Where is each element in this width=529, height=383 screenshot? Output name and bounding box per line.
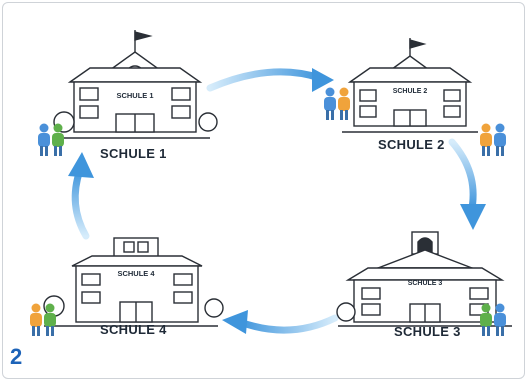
school-4-sign: SCHULE 4 — [117, 269, 155, 278]
school-4-building — [43, 237, 224, 327]
school-2-building — [342, 38, 478, 133]
arrow-2-to-3 — [448, 138, 486, 230]
school-2-label: SCHULE 2 — [378, 137, 445, 152]
school-1-building — [53, 30, 218, 139]
school-3-sign: SCHULE 3 — [408, 280, 443, 287]
arrow-1-to-2 — [206, 68, 334, 92]
school-3-label: SCHULE 3 — [394, 324, 461, 339]
arrow-3-to-4 — [222, 310, 339, 334]
kids-group-1 — [38, 123, 64, 156]
school-2-sign: SCHULE 2 — [393, 88, 428, 95]
school-4-label: SCHULE 4 — [100, 322, 167, 337]
kids-group-2b — [480, 123, 506, 156]
school-3-building — [336, 231, 512, 327]
kids-group-3 — [480, 303, 506, 336]
arrow-4-to-1 — [68, 152, 94, 240]
frame-border — [2, 2, 525, 379]
school-1-label: SCHULE 1 — [100, 146, 167, 161]
kids-group-4 — [30, 303, 56, 336]
school-1-sign: SCHULE 1 — [116, 91, 153, 100]
kids-group-2 — [324, 87, 350, 120]
page-number: 2 — [10, 344, 23, 369]
